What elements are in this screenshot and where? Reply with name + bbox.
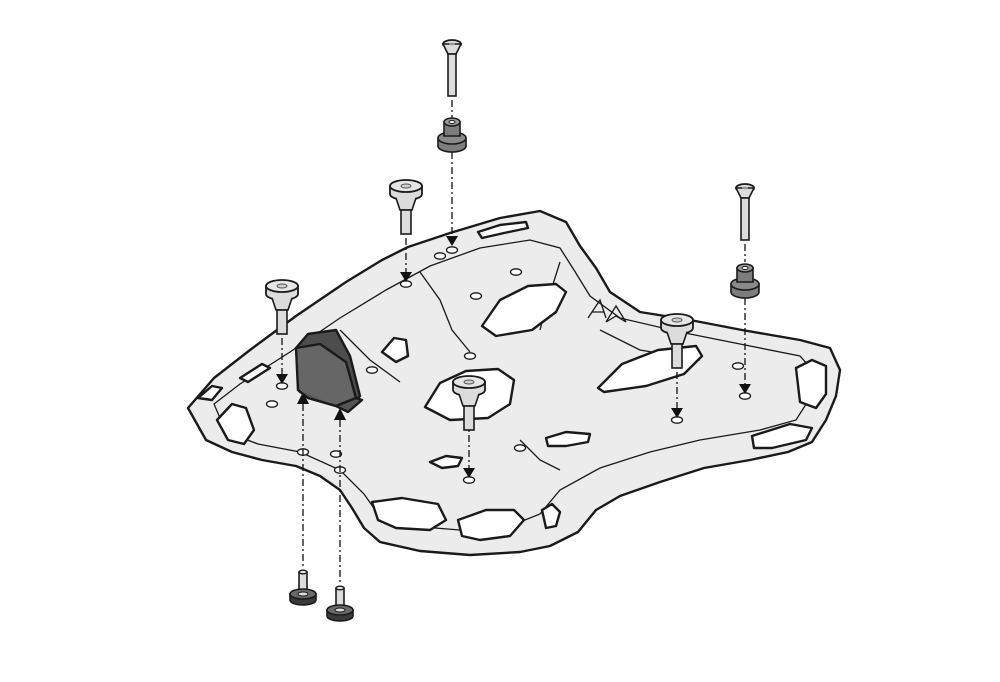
arrow-down-icon — [463, 468, 475, 478]
rack-plate — [186, 209, 842, 557]
mounting-hole — [365, 366, 379, 374]
knob-center — [452, 375, 486, 431]
parts-layer — [265, 39, 760, 622]
arrow-up-icon — [334, 408, 346, 420]
knob-right — [660, 313, 694, 369]
arrow-down-icon — [671, 408, 683, 418]
arrow-down-icon — [446, 236, 458, 246]
mounting-hole — [445, 246, 459, 254]
bottom-screw-2 — [326, 585, 354, 622]
wedge-stop — [294, 328, 364, 414]
right-bushing — [730, 263, 760, 299]
mounting-hole — [509, 268, 523, 276]
assembly-arrows — [276, 236, 751, 478]
right-bolt — [734, 183, 756, 241]
mounting-hole — [513, 444, 527, 452]
mounting-hole — [433, 252, 447, 260]
arrow-down-icon — [400, 272, 412, 282]
mounting-hole — [265, 400, 279, 408]
arrow-down-icon — [739, 384, 751, 394]
arrow-up-icon — [297, 392, 309, 404]
arrow-down-icon — [276, 374, 288, 384]
mounting-holes — [265, 246, 752, 484]
mounting-hole — [469, 292, 483, 300]
top-bushing — [437, 117, 467, 153]
top-bolt — [441, 39, 463, 97]
mounting-hole — [463, 352, 477, 360]
mounting-hole — [731, 362, 745, 370]
mounting-hole — [329, 450, 343, 458]
knob-left — [265, 279, 299, 335]
logo-mark-icon — [587, 298, 627, 323]
assembly-lines — [281, 100, 746, 584]
knob-back-left — [389, 179, 423, 235]
bottom-screw-1 — [289, 569, 317, 606]
